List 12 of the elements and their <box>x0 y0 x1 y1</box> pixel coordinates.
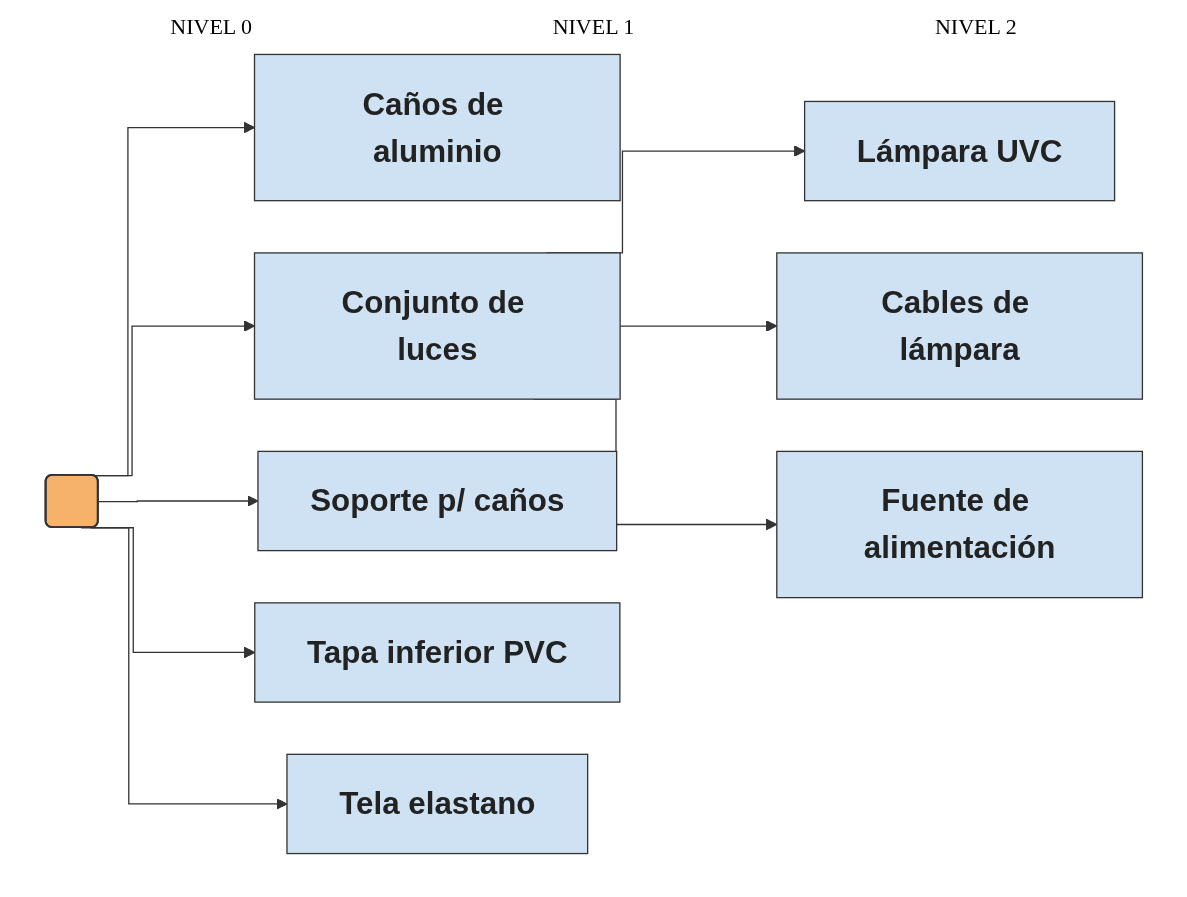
level-heading: NIVEL 2 <box>935 14 1017 40</box>
node-box: Caños de aluminio <box>253 53 621 202</box>
node-box: Soporte p/ caños <box>256 450 617 552</box>
node-box: Lámpara UVC <box>803 100 1115 202</box>
node-box: Fuente de alimentación <box>775 450 1143 599</box>
level-heading: NIVEL 1 <box>552 14 635 40</box>
node-box: Tela elastano <box>285 753 588 855</box>
node-box: Cables de lámpara <box>775 252 1143 400</box>
level-heading: NIVEL 0 <box>170 14 252 40</box>
node-box: Tapa inferior PVC <box>253 602 620 703</box>
node-box: Conjunto de luces <box>253 252 621 400</box>
arrow <box>97 495 258 507</box>
